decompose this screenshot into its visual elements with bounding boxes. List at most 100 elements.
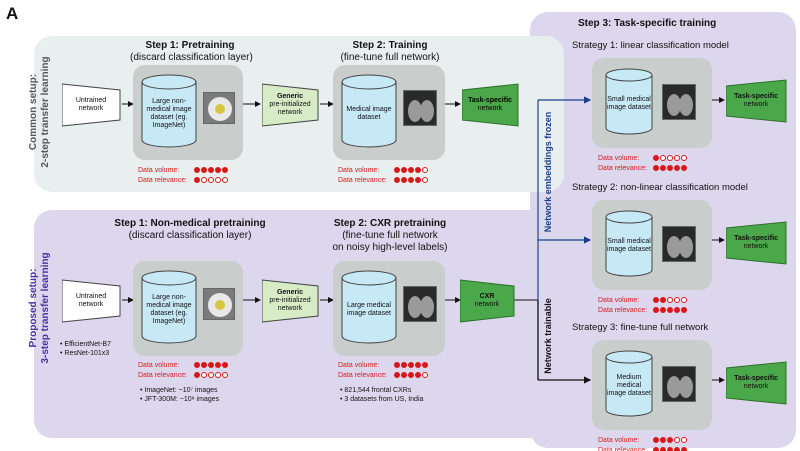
rating-dot-filled [660,307,666,313]
common-generic-bold: Generic [276,93,304,100]
bullet-item: • 821,544 frontal CXRs [340,387,412,394]
common-untrained-label: Untrained network [75,97,107,112]
rating-dot-filled [667,307,673,313]
chest-xray-image [662,84,696,120]
rating-dot-filled [194,167,200,173]
model-item: • ResNet-101x3 [60,350,110,357]
proposed-dataset2-label: Large medical image dataset [347,302,391,317]
trainable-label: Network trainable [543,298,553,374]
strategy-volume-label: Data volume: [598,437,640,444]
proposed-step1-sub: (discard classification layer) [128,230,252,241]
rating-dot-empty [215,372,221,378]
rating-dot-filled [660,165,666,171]
model-item-label: ResNet-101x3 [64,350,110,357]
rating-dot-filled [653,297,659,303]
common-dataset1-cylinder: Large non-medical image dataset (eg. Ima… [141,74,197,148]
common-task-bold: Task-specific [468,97,512,104]
strategy-dataset-label: Small medical image dataset [607,96,651,111]
strategy-relevance-dots [653,307,687,313]
flower-image [203,92,235,124]
strategy-task-bold: Task-specific [734,235,778,242]
proposed-side-label-line1: Proposed setup: [28,268,39,348]
rating-dot-empty [422,177,428,183]
rating-dot-empty [681,155,687,161]
rating-dot-filled [215,167,221,173]
strategy-task-rest: network [743,243,769,250]
rating-dot-filled [422,362,428,368]
xray-icon [408,296,434,318]
flower-icon [208,97,232,121]
common-step1-title: Step 1: Pretraining (discard classificat… [130,40,253,64]
strategy-title: Strategy 3: fine-tune full network [572,322,709,333]
common-s2-relevance-dots [394,177,428,183]
rating-dot-filled [653,155,659,161]
model-item-label: EfficientNet-B7 [64,341,111,348]
common-step1-heading: Step 1: Pretraining [145,40,235,51]
rating-dot-filled [194,362,200,368]
rating-dot-empty [422,372,428,378]
rating-dot-filled [408,372,414,378]
rating-dot-empty [681,297,687,303]
rating-dot-filled [667,437,673,443]
rating-dot-filled [201,362,207,368]
common-side-label-line1: Common setup: [28,73,39,151]
rating-dot-filled [401,177,407,183]
rating-dot-filled [681,307,687,313]
proposed-step2-heading: Step 2: CXR pretraining [333,218,447,229]
bullet-text: 821,544 frontal CXRs [344,387,412,394]
proposed-s2-bullets: • 821,544 frontal CXRs • 3 datasets from… [340,386,423,404]
rating-dot-filled [408,167,414,173]
strategy-dataset-label: Small medical image dataset [607,238,651,253]
strategy-task-bold: Task-specific [734,375,778,382]
strategy-dataset-label: Medium medical image dataset [607,374,651,397]
rating-dot-filled [674,447,680,451]
proposed-s1-relevance-dots [194,372,228,378]
rating-dot-filled [208,362,214,368]
proposed-side-label-line2: 3-step transfer learning [40,252,51,364]
model-item: • EfficientNet-B7 [60,341,111,348]
proposed-dataset1-label: Large non-medical image dataset (eg. Ima… [146,294,192,325]
rating-dot-filled [194,177,200,183]
chest-xray-image [662,226,696,262]
proposed-step1-title: Step 1: Non-medical pretraining (discard… [110,218,270,242]
rating-dot-filled [408,177,414,183]
strategy-volume-dots [653,155,687,161]
proposed-s1-volume-dots [194,362,228,368]
proposed-s2-volume-dots [394,362,428,368]
rating-dot-filled [401,167,407,173]
proposed-step2-title: Step 2: CXR pretraining (fine-tune full … [320,218,460,254]
rating-dot-filled [653,165,659,171]
common-dataset2-cylinder: Medical image dataset [341,74,397,148]
strategy-title: Strategy 2: non-linear classification mo… [572,182,748,193]
rating-dot-filled [208,167,214,173]
rating-dot-empty [222,372,228,378]
proposed-setup-region [34,210,564,438]
strategy-task-rest: network [743,383,769,390]
common-s2-relevance-label: Data relevance: [338,177,388,184]
rating-dot-filled [674,307,680,313]
rating-dot-empty [208,372,214,378]
common-side-label: Common setup: 2-step transfer learning [28,47,52,177]
rating-dot-filled [408,362,414,368]
common-dataset2-label: Medical image dataset [346,106,392,121]
rating-dot-empty [674,155,680,161]
strategy-volume-dots [653,297,687,303]
panel-label: A [6,4,19,23]
chest-xray-image [403,286,437,322]
strategy-task-bold: Task-specific [734,93,778,100]
rating-dot-filled [681,165,687,171]
xray-icon [667,236,693,258]
rating-dot-empty [681,437,687,443]
flower-icon [208,293,232,317]
rating-dot-filled [653,437,659,443]
proposed-s2-relevance-label: Data relevance: [338,372,388,379]
frozen-label: Network embeddings frozen [543,111,553,233]
strategy-dataset-cylinder: Small medical image dataset [605,68,653,135]
bullet-text: 3 datasets from US, India [344,396,424,403]
